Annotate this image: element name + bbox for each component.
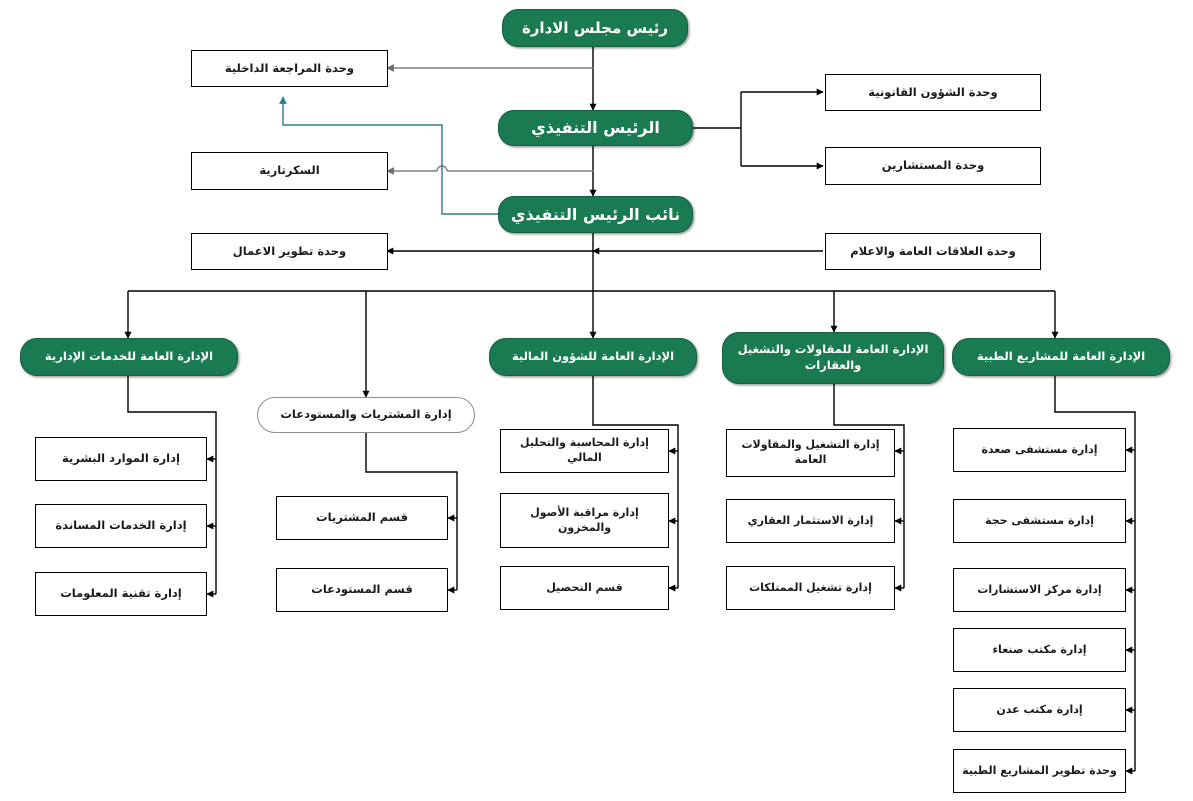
node-procurement[interactable]: إدارة المشتريات والمستودعات — [257, 397, 475, 433]
child-label: إدارة مركز الاستشارات — [977, 582, 1102, 596]
child-label: إدارة تقنية المعلومات — [60, 586, 182, 601]
advisors-label: وحدة المستشارين — [881, 158, 985, 173]
child-label: إدارة مراقبة الأصول والمخزون — [530, 505, 639, 534]
child-label: إدارة الموارد البشرية — [62, 451, 180, 466]
child-label: إدارة المحاسبة والتحليل المالي — [520, 436, 649, 464]
child-label: قسم المشتريات — [316, 510, 408, 525]
child-box-admin-1[interactable]: إدارة الخدمات المساندة — [35, 504, 207, 548]
child-box-admin-2[interactable]: إدارة تقنية المعلومات — [35, 572, 207, 616]
node-internal-audit[interactable]: وحدة المراجعة الداخلية — [191, 50, 388, 87]
wire-finance-children — [592, 376, 679, 592]
child-box-medical-0[interactable]: إدارة مستشفى صعدة — [953, 428, 1126, 472]
dept-title: الإدارة العامة للشؤون المالية — [511, 349, 675, 364]
internal-audit-label: وحدة المراجعة الداخلية — [224, 60, 355, 75]
child-box-finance-0[interactable]: إدارة المحاسبة والتحليل المالي — [500, 429, 669, 473]
child-label: إدارة مستشفى حجة — [985, 513, 1094, 527]
child-box-finance-1[interactable]: إدارة مراقبة الأصول والمخزون — [500, 493, 669, 548]
node-chairman[interactable]: رئيس مجلس الادارة — [502, 9, 688, 47]
child-box-procurement-0[interactable]: قسم المشتريات — [276, 496, 448, 540]
child-box-contracting-1[interactable]: إدارة الاستثمار العقاري — [726, 499, 895, 543]
child-label: إدارة مستشفى صعدة — [981, 442, 1098, 456]
node-advisors[interactable]: وحدة المستشارين — [825, 147, 1041, 185]
legal-affairs-label: وحدة الشؤون القانونية — [868, 84, 998, 99]
wire-ceo-staff — [693, 88, 824, 170]
secretariat-label: السكرتارية — [259, 163, 320, 178]
child-label: إدارة الخدمات المساندة — [55, 518, 187, 533]
node-ceo[interactable]: الرئيس التنفيذي — [498, 110, 693, 146]
child-box-medical-3[interactable]: إدارة مكتب صنعاء — [953, 628, 1126, 672]
child-label: وحدة تطوير المشاريع الطبية — [962, 763, 1117, 777]
child-box-admin-0[interactable]: إدارة الموارد البشرية — [35, 437, 207, 481]
deputy-ceo-label: نائب الرئيس التنفيذي — [510, 204, 681, 224]
node-secretariat[interactable]: السكرتارية — [191, 152, 388, 190]
child-box-contracting-0[interactable]: إدارة التشغيل والمقاولات العامة — [726, 429, 895, 477]
chairman-label: رئيس مجلس الادارة — [521, 18, 669, 37]
child-box-procurement-1[interactable]: قسم المستودعات — [276, 568, 448, 612]
wire-contracting-children — [833, 384, 905, 592]
child-box-finance-2[interactable]: قسم التحصيل — [500, 566, 669, 610]
child-box-medical-1[interactable]: إدارة مستشفى حجة — [953, 499, 1126, 543]
dept-header-medical-projects[interactable]: الإدارة العامة للمشاريع الطبية — [952, 338, 1170, 376]
procurement-label: إدارة المشتريات والمستودعات — [280, 407, 452, 422]
dept-header-admin-services[interactable]: الإدارة العامة للخدمات الإدارية — [20, 338, 238, 376]
child-label: قسم التحصيل — [546, 580, 623, 594]
child-label: إدارة تشغيل الممتلكات — [749, 580, 872, 594]
child-label: إدارة التشغيل والمقاولات العامة — [741, 438, 880, 466]
dept-title: الإدارة العامة للمقاولات والتشغيل والعقا… — [737, 342, 929, 372]
wire-secretariat — [387, 166, 593, 171]
node-deputy-ceo[interactable]: نائب الرئيس التنفيذي — [498, 196, 693, 233]
dept-title: الإدارة العامة للمشاريع الطبية — [976, 349, 1146, 364]
child-box-medical-5[interactable]: وحدة تطوير المشاريع الطبية — [953, 749, 1126, 793]
dept-header-finance[interactable]: الإدارة العامة للشؤون المالية — [489, 338, 697, 376]
child-box-contracting-2[interactable]: إدارة تشغيل الممتلكات — [726, 566, 895, 610]
ceo-label: الرئيس التنفيذي — [531, 118, 660, 138]
public-relations-media-label: وحدة العلاقات العامة والاعلام — [850, 243, 1016, 258]
child-box-medical-4[interactable]: إدارة مكتب عدن — [953, 688, 1126, 732]
child-label: قسم المستودعات — [311, 582, 413, 597]
dept-title: الإدارة العامة للخدمات الإدارية — [44, 349, 214, 364]
child-label: إدارة مكتب عدن — [996, 702, 1083, 716]
dept-header-contracting[interactable]: الإدارة العامة للمقاولات والتشغيل والعقا… — [722, 332, 944, 384]
node-business-development[interactable]: وحدة تطوير الاعمال — [191, 233, 388, 270]
child-label: إدارة الاستثمار العقاري — [747, 513, 874, 527]
child-label: إدارة مكتب صنعاء — [992, 642, 1087, 656]
node-legal-affairs[interactable]: وحدة الشؤون القانونية — [825, 74, 1041, 111]
business-development-label: وحدة تطوير الاعمال — [232, 243, 347, 258]
node-public-relations-media[interactable]: وحدة العلاقات العامة والاعلام — [825, 233, 1041, 270]
wire-admin-services-children — [127, 376, 217, 598]
child-box-medical-2[interactable]: إدارة مركز الاستشارات — [953, 568, 1126, 612]
